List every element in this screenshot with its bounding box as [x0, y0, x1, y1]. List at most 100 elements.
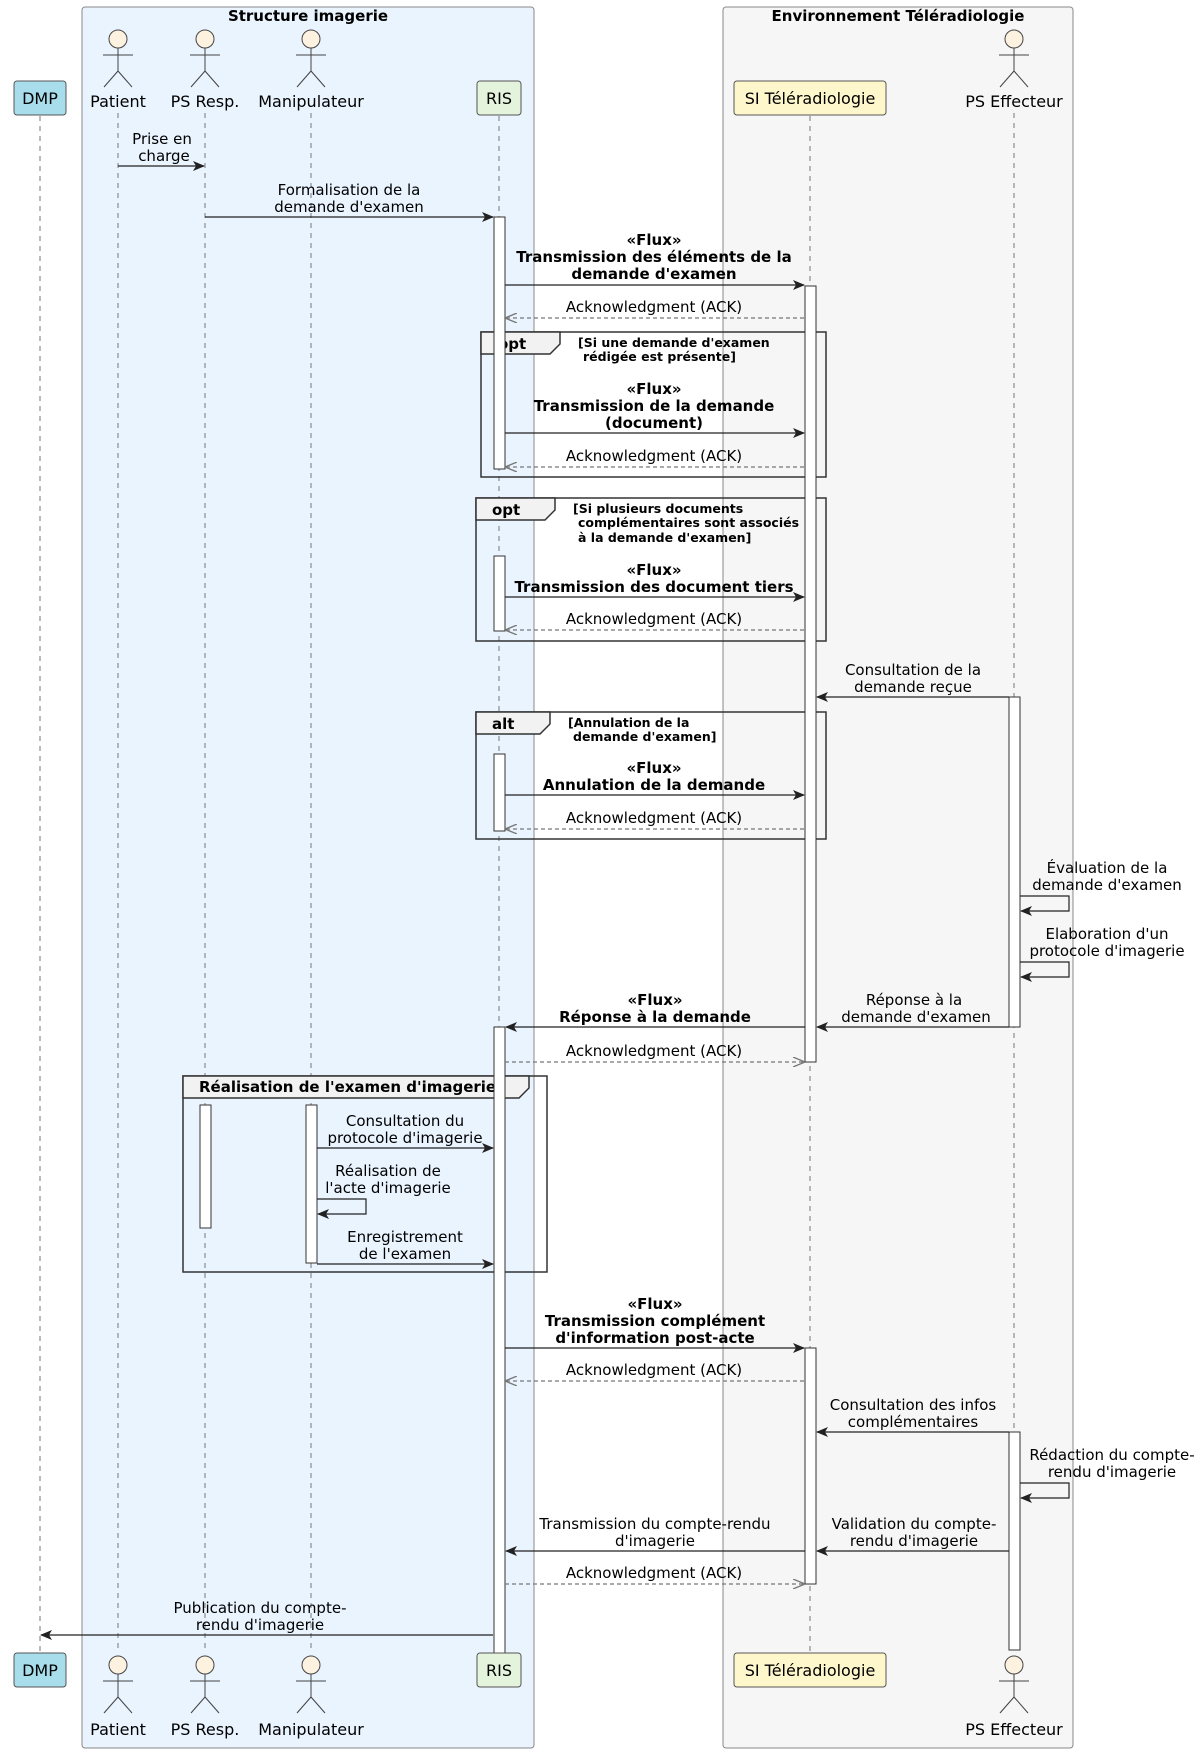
- actor-patient-top: [103, 29, 133, 88]
- msg-redaction-line-1: Rédaction du compte-: [1029, 1446, 1194, 1464]
- msg-ack-5-label: Acknowledgment (ACK): [566, 1042, 742, 1060]
- participant-dmp-bottom: DMP: [13, 1652, 67, 1688]
- participant-ris-bottom: RIS: [476, 1652, 522, 1688]
- actor-manipulateur-label: Manipulateur: [258, 92, 364, 111]
- fragment-alt: alt [Annulation de la demande d'examen]: [475, 711, 827, 840]
- participant-ris-bottom-label: RIS: [486, 1661, 512, 1680]
- msg-realisation-acte-line-1: Réalisation de: [335, 1162, 441, 1180]
- msg-validation-line-1: Validation du compte-: [832, 1515, 997, 1533]
- messages: Prise en charge Formalisation de la dema…: [40, 130, 1195, 1640]
- participant-ris-label: RIS: [486, 89, 512, 108]
- participant-dmp-bottom-label: DMP: [22, 1661, 58, 1680]
- participant-si-bottom-label: SI Téléradiologie: [745, 1661, 876, 1680]
- msg-reponse-eff-line-1: Réponse à la: [866, 991, 962, 1009]
- msg-reponse-demande-stereotype: «Flux»: [627, 991, 682, 1009]
- actor-ps-eff-bottom-label: PS Effecteur: [965, 1720, 1063, 1739]
- msg-consultation-protocole-line-1: Consultation du: [346, 1112, 464, 1130]
- activations: [199, 216, 1021, 1654]
- msg-transmission-document-tiers-stereotype: «Flux»: [626, 561, 681, 579]
- box-structure-imagerie: Structure imagerie: [81, 6, 535, 1749]
- fragment-opt-2-guard-3: à la demande d'examen]: [578, 530, 751, 545]
- msg-transmission-demande-doc-stereotype: «Flux»: [626, 380, 681, 398]
- fragment-opt-2: opt [Si plusieurs documents complémentai…: [475, 497, 827, 642]
- msg-ack-1-label: Acknowledgment (ACK): [566, 298, 742, 316]
- actor-ps-resp-bottom-label: PS Resp.: [171, 1720, 240, 1739]
- msg-prise-en-charge-line-1: Prise en: [132, 130, 192, 148]
- actor-manipulateur-bottom: [296, 1655, 326, 1714]
- msg-ack-4-label: Acknowledgment (ACK): [566, 809, 742, 827]
- msg-reponse-eff-line-2: demande d'examen: [841, 1008, 991, 1026]
- fragment-alt-guard-2: demande d'examen]: [573, 729, 716, 744]
- fragment-opt-2-guard-2: complémentaires sont associés: [578, 515, 799, 530]
- msg-evaluation-line-1: Évaluation de la: [1047, 858, 1168, 877]
- msg-transmission-cr-line-1: Transmission du compte-rendu: [538, 1515, 770, 1533]
- msg-transmission-elements-line-2: demande d'examen: [571, 265, 736, 283]
- participant-dmp-label: DMP: [22, 89, 58, 108]
- participant-ris-top: RIS: [476, 80, 522, 116]
- msg-ack-3-label: Acknowledgment (ACK): [566, 610, 742, 628]
- msg-enregistrement-line-2: de l'examen: [359, 1245, 451, 1263]
- actor-ps-resp-bottom: [190, 1655, 220, 1714]
- activation-ris-1: [493, 216, 506, 470]
- fragment-opt-2-keyword: opt: [492, 501, 520, 519]
- fragment-group-title: Réalisation de l'examen d'imagerie: [199, 1078, 496, 1096]
- participant-si-bottom: SI Téléradiologie: [733, 1652, 887, 1688]
- msg-consultation-infos-line-2: complémentaires: [848, 1413, 979, 1431]
- actor-ps-resp-top: [190, 29, 220, 88]
- activation-ris-2: [493, 555, 506, 632]
- msg-complement-info-stereotype: «Flux»: [627, 1295, 682, 1313]
- participant-dmp-top: DMP: [13, 80, 67, 116]
- actor-ps-eff-label: PS Effecteur: [965, 92, 1063, 111]
- msg-formalisation-line-2: demande d'examen: [274, 198, 424, 216]
- msg-enregistrement-line-1: Enregistrement: [347, 1228, 463, 1246]
- participant-si-label: SI Téléradiologie: [745, 89, 876, 108]
- activation-ps-resp: [199, 1104, 212, 1229]
- msg-transmission-demande-doc-line-2: (document): [605, 414, 703, 432]
- msg-elaboration-line-2: protocole d'imagerie: [1029, 942, 1184, 960]
- box-structure-title: Structure imagerie: [228, 7, 388, 25]
- activation-manipulateur: [305, 1104, 318, 1264]
- msg-transmission-elements-line-1: Transmission des éléments de la: [516, 248, 791, 266]
- msg-transmission-demande-doc-line-1: Transmission de la demande: [534, 397, 775, 415]
- msg-validation-line-2: rendu d'imagerie: [850, 1532, 978, 1550]
- msg-consultation-protocole-line-2: protocole d'imagerie: [327, 1129, 482, 1147]
- fragment-opt-1-guard-1: [Si une demande d'examen: [578, 335, 770, 350]
- activation-si-2: [804, 1347, 817, 1585]
- activation-ris-3: [493, 753, 506, 832]
- activation-ris-4: [493, 1026, 506, 1654]
- msg-evaluation-line-2: demande d'examen: [1032, 876, 1182, 894]
- msg-annulation-line-1: Annulation de la demande: [543, 776, 765, 794]
- msg-consultation-demande-line-2: demande reçue: [854, 678, 972, 696]
- msg-consultation-infos-line-1: Consultation des infos: [830, 1396, 997, 1414]
- activation-si-1: [804, 285, 817, 1063]
- msg-publication-line-1: Publication du compte-: [174, 1599, 347, 1617]
- msg-realisation-acte-arrow: [317, 1198, 367, 1219]
- msg-redaction-arrow: [1020, 1482, 1070, 1503]
- actor-patient-bottom-label: Patient: [90, 1720, 146, 1739]
- msg-transmission-elements-stereotype: «Flux»: [626, 231, 681, 249]
- msg-formalisation-line-1: Formalisation de la: [278, 181, 421, 199]
- activation-ps-eff-2: [1008, 1431, 1021, 1651]
- msg-evaluation-arrow: [1020, 895, 1070, 916]
- msg-annulation-stereotype: «Flux»: [626, 759, 681, 777]
- actor-patient-bottom: [103, 1655, 133, 1714]
- msg-consultation-demande-line-1: Consultation de la: [845, 661, 981, 679]
- msg-publication-line-2: rendu d'imagerie: [196, 1616, 324, 1634]
- msg-elaboration-line-1: Elaboration d'un: [1045, 925, 1168, 943]
- msg-transmission-cr-line-2: d'imagerie: [615, 1532, 695, 1550]
- msg-ack-2-label: Acknowledgment (ACK): [566, 447, 742, 465]
- fragment-alt-guard-1: [Annulation de la: [568, 715, 689, 730]
- msg-elaboration-arrow: [1020, 961, 1070, 982]
- actor-ps-eff-top: [999, 29, 1029, 88]
- actor-manipulateur-top: [296, 29, 326, 88]
- participant-si-top: SI Téléradiologie: [733, 80, 887, 116]
- fragment-opt-2-guard-1: [Si plusieurs documents: [573, 501, 743, 516]
- activation-ps-eff-1: [1008, 696, 1021, 1028]
- fragment-opt-1-guard-2: rédigée est présente]: [583, 349, 736, 364]
- msg-prise-en-charge-line-2: charge: [138, 147, 190, 165]
- msg-reponse-demande-line-1: Réponse à la demande: [559, 1008, 751, 1026]
- actor-ps-eff-bottom: [999, 1655, 1029, 1714]
- msg-complement-info-line-1: Transmission complément: [545, 1312, 765, 1330]
- msg-transmission-document-tiers-line-1: Transmission des document tiers: [514, 578, 793, 596]
